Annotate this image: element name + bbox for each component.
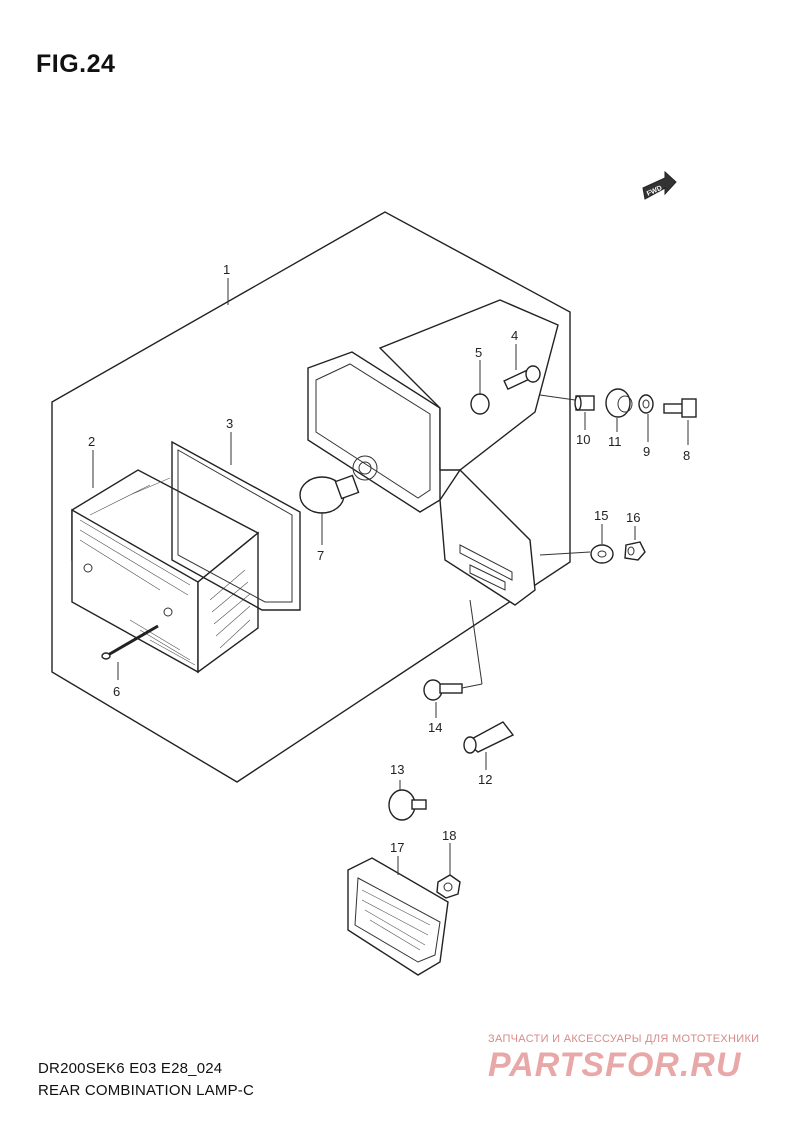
part-8-bolt [663,398,697,418]
part-9-washer [638,394,654,414]
watermark-tagline: ЗАПЧАСТИ И АКСЕССУАРЫ ДЛЯ МОТОТЕХНИКИ [488,1033,760,1045]
part-16-nut [624,541,646,561]
assembly-outline [51,211,571,783]
leader-lines [92,278,689,875]
callout-11: 11 [608,434,622,449]
part-11-grommet [605,388,633,418]
part-17-reflector [347,857,449,976]
part-14-bolt [423,679,463,701]
part-7-bulb [299,474,360,514]
figure-title: FIG.24 [36,50,116,78]
part-3-gasket [171,440,301,611]
diagram-code: DR200SEK6 E03 E28_024 [38,1060,223,1077]
callout-10: 10 [576,432,590,447]
callout-5: 5 [475,345,482,360]
diagram-name: REAR COMBINATION LAMP-C [38,1082,255,1099]
watermark-brand: PARTSFOR.RU [488,1046,742,1084]
callout-3: 3 [226,416,233,431]
part-6-screw [101,624,159,660]
callout-8: 8 [683,448,690,463]
callout-17: 17 [390,840,404,855]
callout-7: 7 [317,548,324,563]
callout-12: 12 [478,772,492,787]
part-5-collar [470,393,490,415]
callout-14: 14 [428,720,442,735]
callout-2: 2 [88,434,95,449]
callout-13: 13 [390,762,404,777]
part-13-rivet [388,789,427,821]
lamp-housing [307,299,559,606]
part-10-collar [574,395,595,411]
part-2-lens [71,469,260,674]
part-15-washer [590,544,614,564]
fwd-arrow-icon: FWD [642,170,677,200]
callout-6: 6 [113,684,120,699]
part-12-clip [463,721,515,754]
part-4-bolt [503,365,541,391]
callout-16: 16 [626,510,640,525]
callout-9: 9 [643,444,650,459]
callout-18: 18 [442,828,456,843]
callout-labels: 1 2 3 4 5 6 7 8 9 10 11 12 13 14 15 16 1… [88,262,690,855]
callout-4: 4 [511,328,518,343]
callout-15: 15 [594,508,608,523]
callout-1: 1 [223,262,230,277]
part-18-nut [436,874,461,899]
